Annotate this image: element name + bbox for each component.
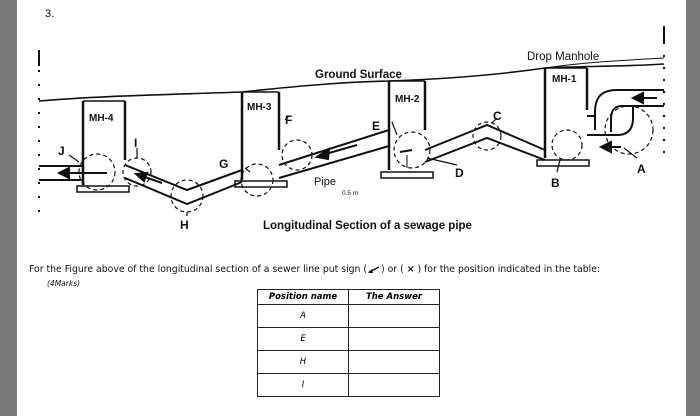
label-mh4: MH-4	[89, 113, 114, 124]
header-the-answer: The Answer	[348, 289, 440, 305]
instruction-middle: ) or (	[381, 264, 404, 275]
label-b: B	[551, 176, 560, 190]
ground-surface-line-2	[544, 57, 665, 69]
label-e: E	[372, 119, 380, 133]
leader-lines	[68, 115, 638, 216]
label-j: J	[58, 144, 65, 158]
callout-circles	[78, 105, 654, 213]
manhole-mh4	[76, 100, 130, 193]
table-row: I	[257, 373, 440, 397]
position-cell: I	[257, 373, 349, 397]
label-mh3: MH-3	[247, 102, 272, 113]
worksheet-page: 3.	[17, 0, 686, 416]
label-depth: 0.5 m	[342, 190, 358, 197]
answer-cell[interactable]	[348, 327, 440, 351]
label-mh1: MH-1	[552, 74, 577, 85]
manhole-mh1	[536, 67, 590, 167]
answer-cell[interactable]	[348, 373, 440, 397]
table-row: E	[257, 327, 440, 351]
table-header-row: Position name The Answer	[257, 289, 440, 305]
label-g: G	[219, 157, 228, 171]
cross-sign: ×	[406, 264, 415, 275]
instruction-after: ) for the position indicated in the tabl…	[417, 264, 601, 275]
drop-pipe	[587, 89, 664, 136]
label-f: F	[285, 113, 292, 127]
answer-cell[interactable]	[348, 304, 440, 328]
label-mh2: MH-2	[395, 94, 420, 105]
flow-arrows	[56, 91, 657, 184]
sewer-pipe	[39, 123, 546, 206]
label-ground-surface: Ground Surface	[315, 69, 402, 81]
table-row: A	[257, 304, 440, 328]
label-pipe: Pipe	[314, 176, 336, 188]
label-a: A	[637, 162, 646, 176]
question-number: 3.	[45, 8, 55, 20]
answer-cell[interactable]	[348, 350, 440, 374]
ground-surface-line	[38, 63, 665, 102]
label-d: D	[455, 166, 464, 180]
diagram-labels: Drop Manhole Ground Surface Pipe 0.5 m M…	[58, 51, 646, 232]
label-h: H	[180, 218, 189, 232]
label-i: I	[134, 136, 137, 150]
instruction-before: For the Figure above of the longitudinal…	[29, 264, 368, 275]
instruction-text: For the Figure above of the longitudinal…	[29, 264, 679, 275]
label-c: C	[493, 109, 502, 123]
header-position-name: Position name	[257, 289, 349, 305]
diagram-title: Longitudinal Section of a sewage pipe	[263, 220, 472, 232]
marks-note: (4Marks)	[47, 279, 81, 288]
manhole-mh2	[380, 80, 434, 179]
position-cell: H	[257, 350, 349, 374]
position-cell: A	[257, 304, 349, 328]
position-cell: E	[257, 327, 349, 351]
sewer-section-diagram: Drop Manhole Ground Surface Pipe 0.5 m M…	[38, 26, 665, 232]
check-sign-icon	[368, 266, 380, 273]
label-drop-manhole: Drop Manhole	[527, 51, 599, 63]
table-row: H	[257, 350, 440, 374]
answer-table: Position name The Answer A E H I	[257, 289, 440, 397]
